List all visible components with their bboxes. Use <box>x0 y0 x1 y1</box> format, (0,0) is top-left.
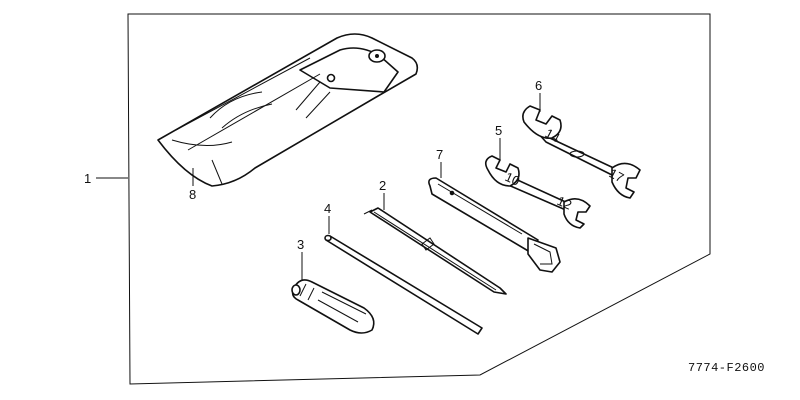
kit-boundary <box>127 13 711 385</box>
open-end-wrench-5: 10 12 <box>484 155 591 229</box>
callout-6: 6 <box>535 78 542 93</box>
svg-text:12: 12 <box>555 193 574 213</box>
callout-4: 4 <box>324 201 331 216</box>
svg-text:14: 14 <box>543 125 563 145</box>
tool-bag-body <box>157 33 419 187</box>
rivet-icon <box>326 73 336 83</box>
callout-2: 2 <box>379 178 386 193</box>
handle-bar-4 <box>324 234 483 335</box>
svg-text:17: 17 <box>607 165 627 185</box>
callout-7: 7 <box>436 147 443 162</box>
diagram-code: 7774-F2600 <box>688 361 765 375</box>
screwdriver-grip-3 <box>291 279 375 334</box>
spark-plug-box-wrench-7 <box>428 177 561 273</box>
svg-text:10: 10 <box>503 169 522 189</box>
open-end-wrench-6: 14 17 <box>522 105 641 199</box>
tool-bag <box>157 33 419 187</box>
callout-1: 1 <box>84 171 91 186</box>
callout-3: 3 <box>297 237 304 252</box>
tool-bag-flap <box>299 47 399 93</box>
callout-5: 5 <box>495 123 502 138</box>
callout-8: 8 <box>189 187 196 202</box>
screwdriver-shaft-2 <box>363 207 507 295</box>
